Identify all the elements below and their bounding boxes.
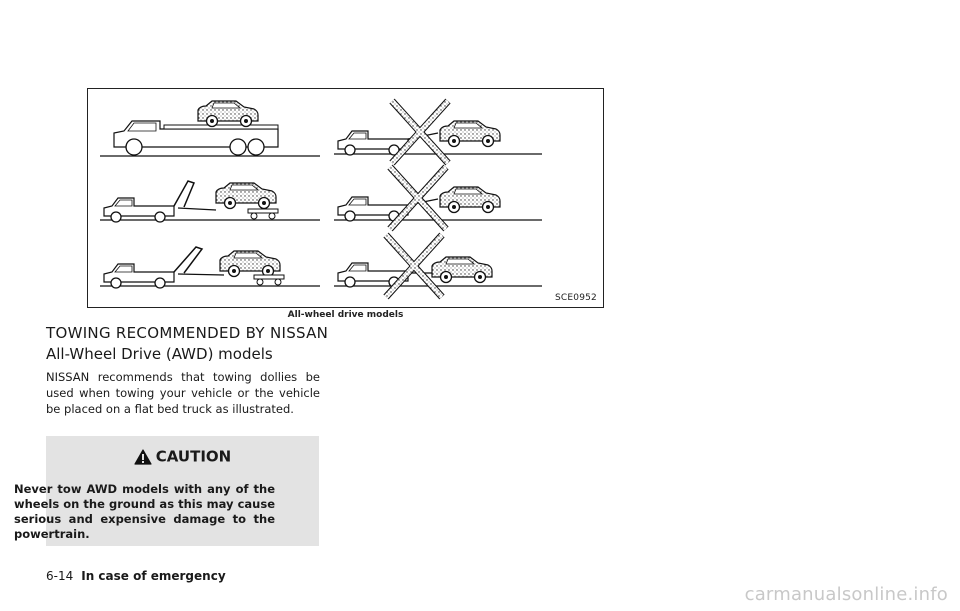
watermark: carmanualsonline.info [744, 584, 948, 605]
section-heading: TOWING RECOMMENDED BY NISSAN [46, 324, 329, 342]
caution-box: CAUTION [46, 436, 319, 546]
towing-diagrams [100, 89, 542, 309]
section-subheading: All-Wheel Drive (AWD) models [46, 345, 273, 363]
caution-title: CAUTION [155, 447, 232, 466]
page-number: 6-14 [46, 569, 74, 583]
caution-text: Never tow AWD models with any of the whe… [14, 482, 275, 541]
body-paragraph: NISSAN recommends that towing dollies be… [46, 370, 320, 416]
section-name: In case of emergency [81, 569, 226, 583]
panel-dollies-2 [100, 246, 320, 289]
figure-caption: All-wheel drive models [287, 310, 404, 320]
warning-triangle-icon [134, 448, 152, 465]
panel-dollies-1 [100, 180, 320, 223]
page-footer: 6-14 In case of emergency [46, 569, 226, 583]
caution-header: CAUTION [46, 446, 319, 466]
panel-flat-bed [100, 100, 320, 157]
panel-not-recommended-3 [334, 235, 542, 297]
figure-code: SCE0952 [555, 293, 597, 303]
panel-not-recommended-2 [334, 167, 542, 229]
panel-not-recommended-1 [334, 101, 542, 163]
towing-illustration: SCE0952 [87, 88, 604, 308]
